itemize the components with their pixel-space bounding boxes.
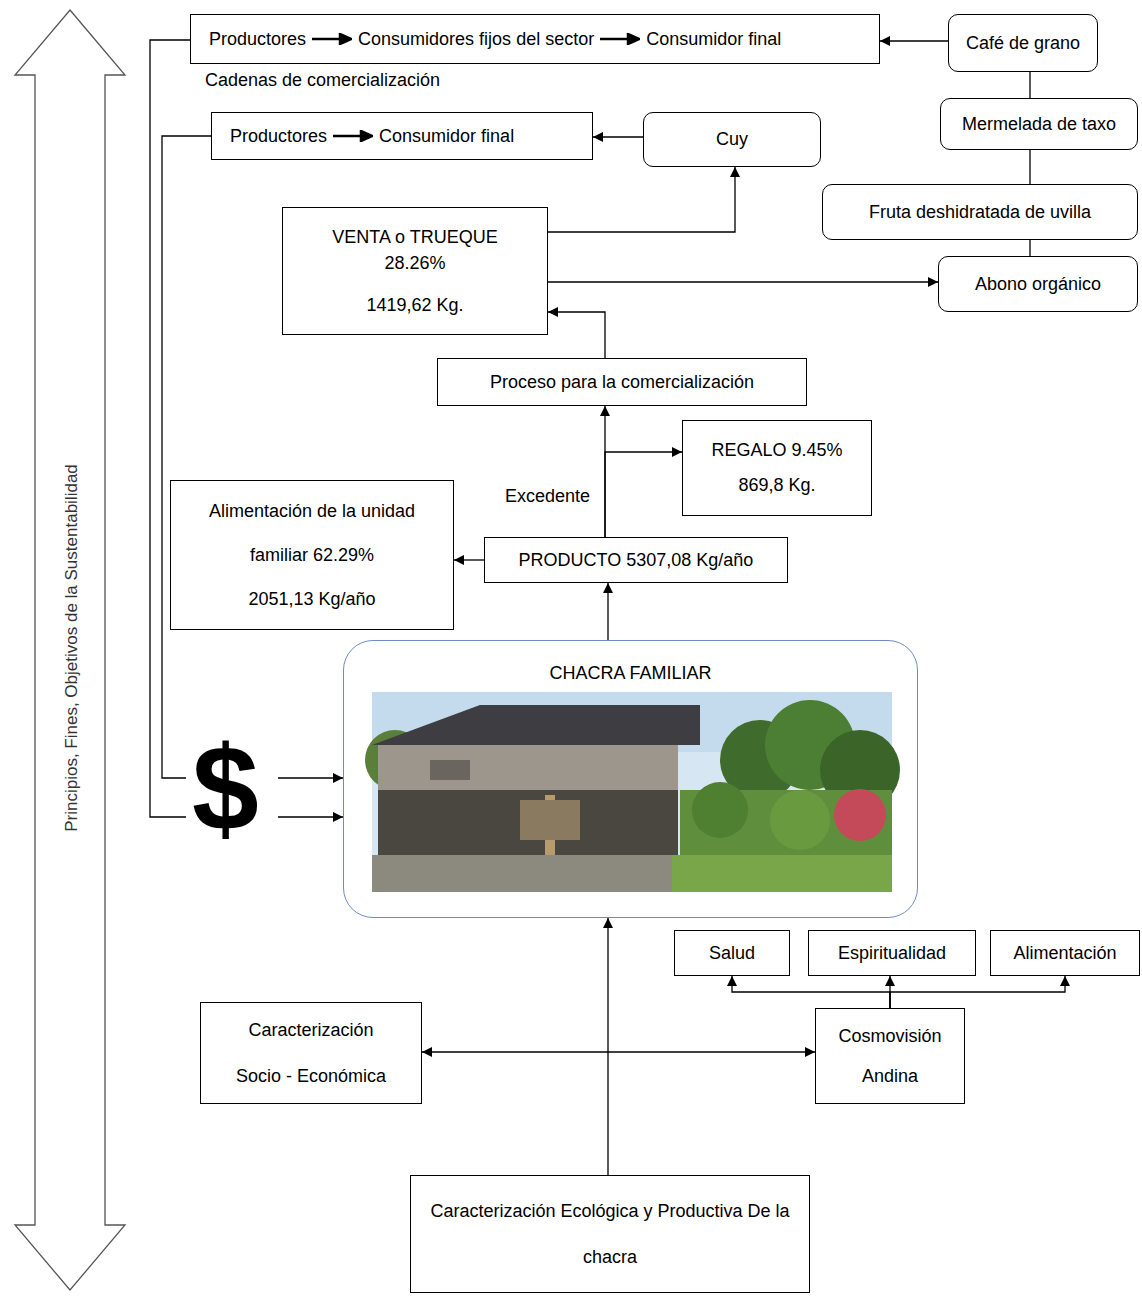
inline-arrow: [312, 33, 352, 45]
box-text: Alimentación: [1013, 943, 1116, 964]
section-label: Cadenas de comercialización: [205, 70, 440, 91]
box-text: 869,8 Kg.: [738, 475, 815, 496]
box-text: Consumidor final: [379, 126, 514, 147]
connector: [422, 1051, 815, 1052]
box-text: Caracterización Ecológica y Productiva D…: [421, 1188, 799, 1280]
box-text: CHACRA FAMILIAR: [549, 663, 711, 684]
process-box: Proceso para la comercialización: [437, 358, 807, 406]
farm-box: CHACRA FAMILIAR: [343, 640, 918, 918]
connector: [454, 559, 484, 560]
connector: [1029, 72, 1030, 98]
edge-label: Excedente: [503, 486, 592, 507]
box-text: Caracterización Socio - Económica: [224, 1007, 399, 1099]
inline-arrow: [600, 33, 640, 45]
money-symbol: $: [192, 728, 259, 848]
box-text: Productores: [230, 126, 327, 147]
box-text: 2051,13 Kg/año: [248, 577, 375, 621]
box-text: Cosmovisión Andina: [828, 1016, 953, 1096]
connector: [607, 583, 608, 640]
product-box: Abono orgánico: [938, 256, 1138, 312]
box-text: Alimentación de la unidad familiar 62.29…: [181, 489, 443, 577]
characterization-box: Caracterización Socio - Económica: [200, 1002, 422, 1104]
product-box: Cuy: [643, 112, 821, 167]
worldview-box: Cosmovisión Andina: [815, 1008, 965, 1104]
box-text: Fruta deshidratada de uvilla: [869, 202, 1091, 223]
product-box: Fruta deshidratada de uvilla: [822, 184, 1138, 240]
connector: [607, 918, 608, 1175]
box-text: Consumidor final: [646, 29, 781, 50]
aspect-box: Salud: [674, 930, 790, 976]
connector: [548, 281, 938, 282]
connector: [548, 312, 605, 358]
box-text: PRODUCTO 5307,08 Kg/año: [519, 550, 754, 571]
food-box: Alimentación de la unidad familiar 62.29…: [170, 480, 454, 630]
connector: [732, 976, 890, 1008]
box-text: Consumidores fijos del sector: [358, 29, 594, 50]
box-text: Café de grano: [966, 33, 1080, 54]
connector: [593, 136, 643, 137]
box-text: Mermelada de taxo: [962, 114, 1116, 135]
farm-photo: [365, 692, 900, 892]
side-label: Principios, Fines, Objetivos de la Suste…: [62, 348, 82, 948]
double-arrow: [15, 10, 125, 1290]
box-text: Cuy: [716, 129, 748, 150]
sale-box: VENTA o TRUEQUE 28.26% 1419,62 Kg.: [282, 207, 548, 335]
box-text: 1419,62 Kg.: [366, 292, 463, 318]
box-text: Salud: [709, 943, 755, 964]
product-box: Mermelada de taxo: [940, 98, 1138, 150]
box-text: Proceso para la comercialización: [490, 372, 754, 393]
characterization-box: Caracterización Ecológica y Productiva D…: [410, 1175, 810, 1293]
aspect-box: Alimentación: [990, 930, 1140, 976]
box-text: VENTA o TRUEQUE 28.26%: [315, 224, 515, 276]
chain-box: Productores Consumidores fijos del sector…: [190, 14, 880, 64]
box-text: Abono orgánico: [975, 274, 1101, 295]
inline-arrow: [333, 130, 373, 142]
connector: [1029, 240, 1030, 256]
connector: [880, 40, 948, 41]
connector: [548, 167, 735, 232]
product-total-box: PRODUCTO 5307,08 Kg/año: [484, 537, 788, 583]
gift-box: REGALO 9.45% 869,8 Kg.: [682, 420, 872, 516]
aspect-box: Espiritualidad: [808, 930, 976, 976]
connector: [605, 452, 682, 537]
chain-box: Productores Consumidor final: [211, 112, 593, 160]
connector: [1029, 150, 1030, 184]
box-text: REGALO 9.45%: [711, 440, 842, 461]
connector: [890, 976, 1065, 1008]
box-text: Productores: [209, 29, 306, 50]
product-box: Café de grano: [948, 14, 1098, 72]
box-text: Espiritualidad: [838, 943, 946, 964]
